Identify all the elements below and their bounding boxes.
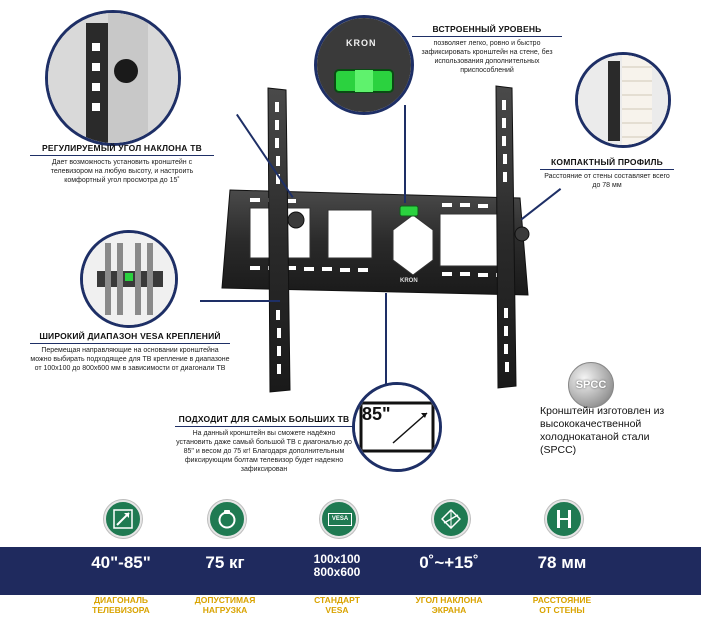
profile-detail-image bbox=[575, 52, 671, 148]
callout-big-tv-text: На данный кронштейн вы сможете надёжно у… bbox=[176, 430, 352, 473]
leader-bigtv bbox=[385, 293, 387, 401]
spec-vesa-caption-1: СТАНДАРТ bbox=[314, 595, 360, 605]
spec-load-caption: ДОПУСТИМАЯ НАГРУЗКА bbox=[165, 595, 285, 615]
spec-vesa-value-1: 100x100 bbox=[313, 552, 361, 566]
spec-load-caption-2: НАГРУЗКА bbox=[202, 605, 248, 615]
leader-level bbox=[404, 105, 406, 203]
vesa-detail-image bbox=[80, 230, 178, 328]
wall-bracket-image bbox=[221, 85, 530, 393]
spec-distance-caption: РАССТОЯНИЕ ОТ СТЕНЫ bbox=[502, 595, 622, 615]
callout-profile-title: КОМПАКТНЫЙ ПРОФИЛЬ bbox=[540, 157, 674, 170]
spec-diagonal-value: 40"-85" bbox=[91, 553, 151, 572]
spec-tilt-caption: УГОЛ НАКЛОНА ЭКРАНА bbox=[389, 595, 509, 615]
level-logo: KRON bbox=[346, 38, 377, 48]
wall-distance-icon bbox=[545, 500, 583, 538]
spec-vesa-value: 100x100 800x600 bbox=[277, 553, 397, 579]
callout-tilt: РЕГУЛИРУЕМЫЙ УГОЛ НАКЛОНА ТВ Дает возмож… bbox=[30, 143, 214, 185]
vesa-icon: VESA bbox=[320, 500, 358, 538]
spec-tilt-value: 0˚~+15˚ bbox=[419, 553, 479, 572]
tilt-detail-image bbox=[45, 10, 181, 146]
spcc-badge-label: SPCC bbox=[575, 379, 607, 391]
spec-tilt-caption-2: ЭКРАНА bbox=[431, 605, 467, 615]
spec-load-value: 75 кг bbox=[205, 553, 245, 572]
bracket-logo: KRON bbox=[400, 278, 418, 284]
callout-level-title: ВСТРОЕННЫЙ УРОВЕНЬ bbox=[412, 24, 562, 37]
big-tv-badge: 85" bbox=[362, 404, 391, 424]
callout-vesa: ШИРОКИЙ ДИАПАЗОН VESA КРЕПЛЕНИЙ Перемеща… bbox=[30, 331, 230, 373]
spec-diagonal-caption: ДИАГОНАЛЬ ТЕЛЕВИЗОРА bbox=[61, 595, 181, 615]
callout-profile-text: Расстояние от стены составляет всего до … bbox=[544, 173, 670, 189]
callout-big-tv: ПОДХОДИТ ДЛЯ САМЫХ БОЛЬШИХ ТВ На данный … bbox=[175, 414, 353, 474]
callout-vesa-title: ШИРОКИЙ ДИАПАЗОН VESA КРЕПЛЕНИЙ bbox=[30, 331, 230, 344]
callout-tilt-text: Дает возможность установить кронштейн с … bbox=[50, 159, 194, 184]
specs-band bbox=[0, 547, 701, 595]
vesa-icon-label: VESA bbox=[328, 513, 352, 526]
callout-tilt-title: РЕГУЛИРУЕМЫЙ УГОЛ НАКЛОНА ТВ bbox=[30, 143, 214, 156]
callout-vesa-text: Перемещая направляющие на основании крон… bbox=[30, 347, 230, 372]
spec-vesa-value-2: 800x600 bbox=[313, 565, 361, 579]
tilt-angle-icon bbox=[432, 500, 470, 538]
level-detail-image bbox=[314, 15, 414, 115]
spec-distance-caption-1: РАССТОЯНИЕ bbox=[532, 595, 592, 605]
diagonal-icon bbox=[104, 500, 142, 538]
spec-distance-value: 78 мм bbox=[537, 553, 587, 572]
spec-vesa-caption-2: VESA bbox=[325, 605, 349, 615]
callout-profile: КОМПАКТНЫЙ ПРОФИЛЬ Расстояние от стены с… bbox=[540, 157, 674, 190]
callout-level: ВСТРОЕННЫЙ УРОВЕНЬ позволяет легко, ровн… bbox=[412, 24, 562, 75]
spec-diagonal-caption-1: ДИАГОНАЛЬ bbox=[93, 595, 149, 605]
spec-tilt-caption-1: УГОЛ НАКЛОНА bbox=[415, 595, 483, 605]
spcc-text: Кронштейн изготовлен из высококачественн… bbox=[540, 405, 665, 456]
spec-vesa-caption: СТАНДАРТ VESA bbox=[277, 595, 397, 615]
spec-diagonal-caption-2: ТЕЛЕВИЗОРА bbox=[92, 605, 150, 615]
big-tv-image bbox=[352, 382, 442, 472]
weight-icon bbox=[208, 500, 246, 538]
callout-level-text: позволяет легко, ровно и быстро зафиксир… bbox=[421, 40, 553, 74]
spec-distance-caption-2: ОТ СТЕНЫ bbox=[539, 605, 585, 615]
spcc-badge: SPCC bbox=[568, 362, 614, 408]
callout-big-tv-title: ПОДХОДИТ ДЛЯ САМЫХ БОЛЬШИХ ТВ bbox=[175, 414, 353, 427]
spec-load-caption-1: ДОПУСТИМАЯ bbox=[194, 595, 256, 605]
leader-vesa bbox=[200, 300, 280, 302]
